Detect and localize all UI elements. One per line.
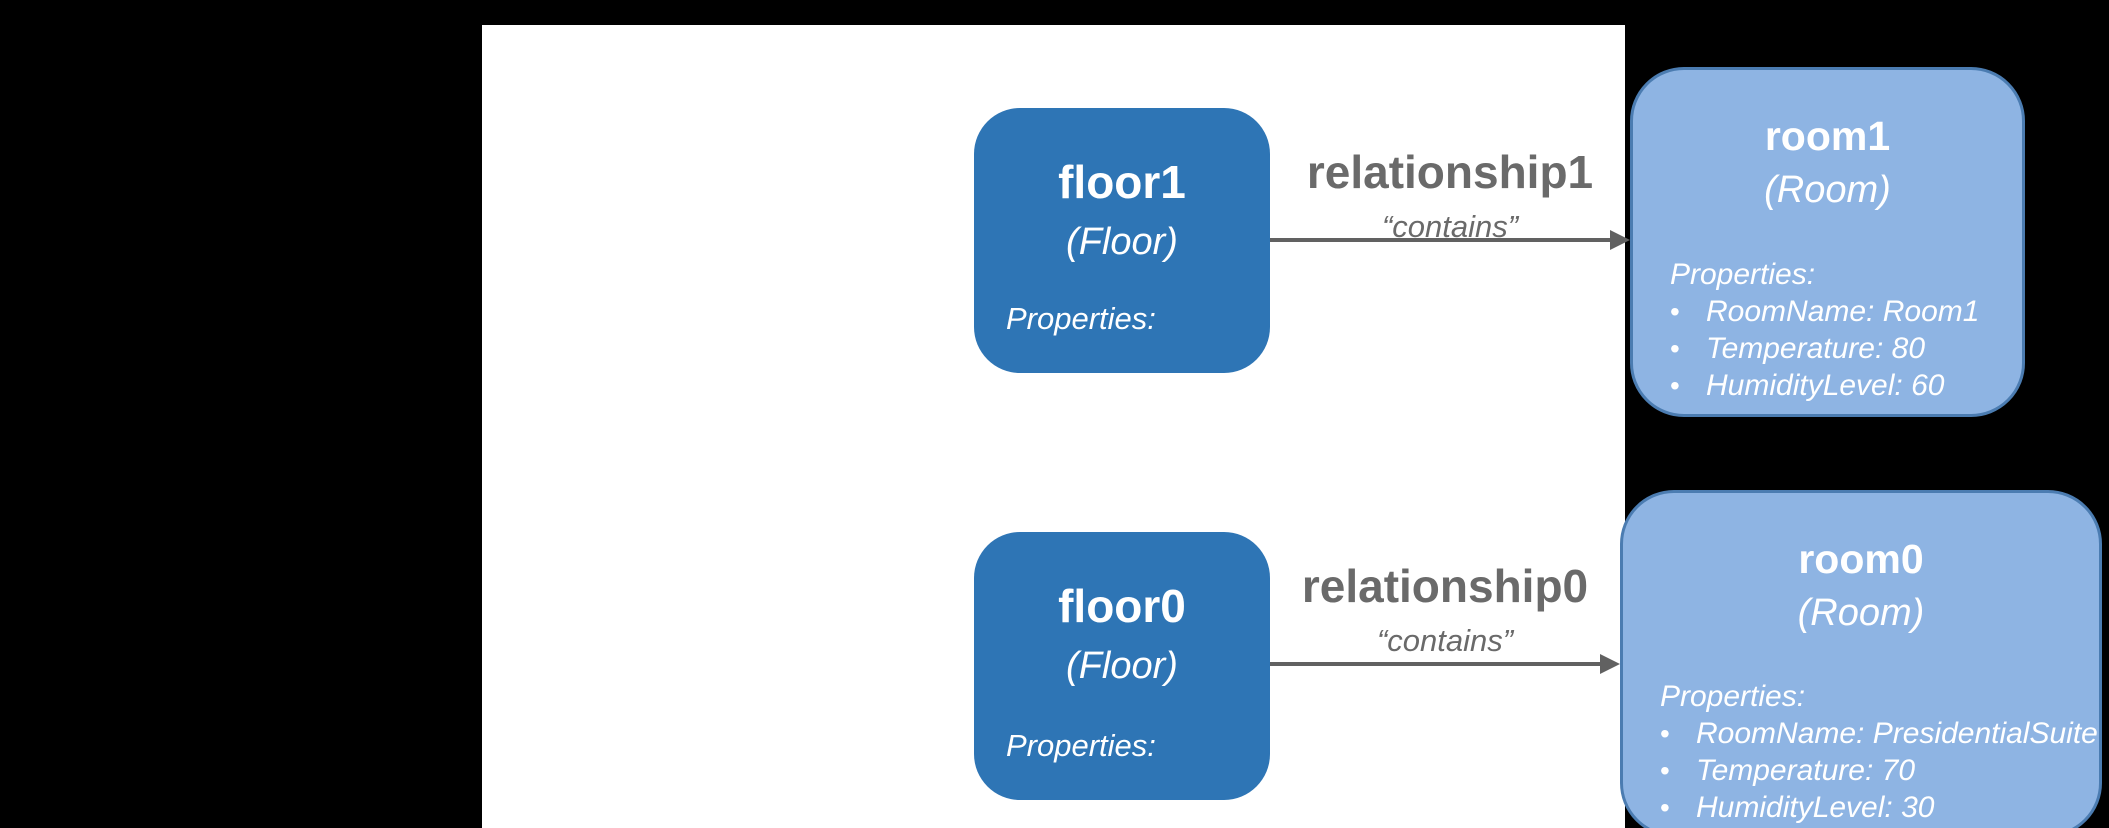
bullet-icon: •: [1660, 718, 1670, 749]
property-item: • HumidityLevel: 60: [1670, 367, 2006, 404]
relationship1-label-group: relationship1 “contains”: [1270, 147, 1630, 247]
properties-list: Properties: • RoomName: PresidentialSuit…: [1660, 678, 2098, 826]
properties-label: Properties:: [1006, 301, 1156, 336]
relationship-name: relationship1: [1306, 146, 1594, 198]
property-item: • Temperature: 70: [1660, 752, 2083, 789]
node-title: floor0: [1058, 580, 1186, 632]
arrow-head-icon: [1610, 230, 1630, 250]
room1-node: room1 (Room) Properties: • RoomName: Roo…: [1630, 67, 2025, 417]
node-type: (Floor): [1066, 221, 1178, 263]
property-text: HumidityLevel: 60: [1706, 369, 1945, 402]
property-item: • Temperature: 80: [1670, 330, 2006, 367]
property-item: • RoomName: Room1: [1670, 293, 2006, 330]
bullet-icon: •: [1660, 755, 1670, 786]
node-type: (Room): [1797, 592, 1925, 634]
node-type: (Room): [1764, 169, 1891, 211]
arrow-line: [1270, 238, 1610, 242]
node-title: floor1: [1058, 156, 1186, 208]
node-title: room1: [1764, 113, 1891, 159]
node-type: (Floor): [1066, 645, 1178, 687]
properties-label: Properties:: [1006, 728, 1156, 763]
canvas-panel: floor1 (Floor) Properties: relationship1…: [482, 25, 2102, 828]
relationship-value: “contains”: [1376, 623, 1514, 658]
arrow-head-icon: [1600, 654, 1620, 674]
room0-node: room0 (Room) Properties: • RoomName: Pre…: [1620, 490, 2102, 828]
bullet-icon: •: [1670, 333, 1680, 364]
floor0-node: floor0 (Floor) Properties:: [974, 532, 1270, 800]
bullet-icon: •: [1670, 296, 1680, 327]
bullet-icon: •: [1660, 792, 1670, 823]
properties-label: Properties:: [1660, 680, 1806, 713]
bullet-icon: •: [1670, 370, 1680, 401]
property-text: HumidityLevel: 30: [1696, 791, 1935, 824]
property-text: Temperature: 70: [1696, 754, 1916, 787]
property-text: RoomName: Room1: [1706, 295, 1980, 328]
property-item: • RoomName: PresidentialSuite: [1660, 715, 2098, 752]
relationship0-label-group: relationship0 “contains”: [1270, 561, 1620, 661]
property-text: Temperature: 80: [1706, 332, 1926, 365]
property-text: RoomName: PresidentialSuite: [1696, 717, 2098, 750]
properties-label: Properties:: [1670, 258, 1816, 291]
relationship-name: relationship0: [1301, 560, 1589, 612]
property-item: • HumidityLevel: 30: [1660, 789, 2083, 826]
floor1-node: floor1 (Floor) Properties:: [974, 108, 1270, 373]
arrow-line: [1270, 662, 1600, 666]
properties-list: Properties: • RoomName: Room1 • Temperat…: [1670, 256, 2006, 404]
node-title: room0: [1798, 536, 1924, 582]
